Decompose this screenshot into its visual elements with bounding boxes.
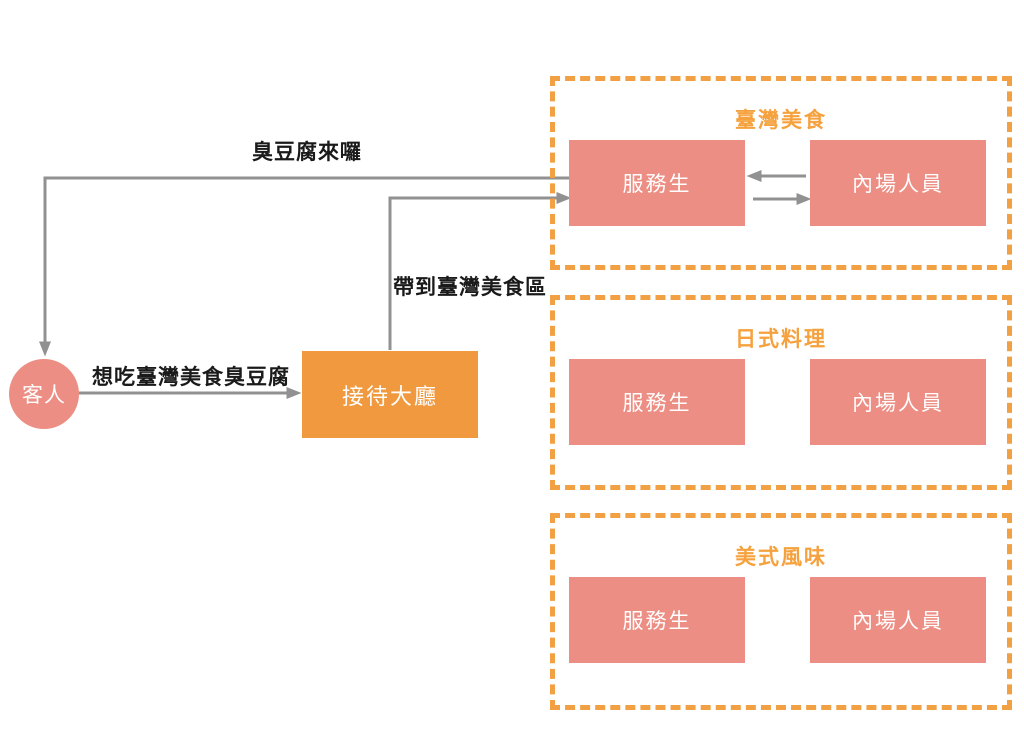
kitchen-staff-box: 內場人員	[810, 577, 986, 663]
waiter-box: 服務生	[569, 359, 745, 445]
edge-label-serve: 臭豆腐來囉	[252, 141, 362, 164]
customer-node: 客人	[9, 359, 79, 429]
waiter-box: 服務生	[569, 140, 745, 226]
waiter-box: 服務生	[569, 577, 745, 663]
kitchen-staff-box: 內場人員	[810, 359, 986, 445]
kitchen-staff-box: 內場人員	[810, 140, 986, 226]
section-american-flavor: 美式風味 服務生 內場人員	[550, 513, 1012, 710]
edge-label-guide: 帶到臺灣美食區	[393, 276, 547, 299]
arrow-waiter-to-customer	[39, 176, 571, 357]
reception-node: 接待大廳	[302, 351, 478, 438]
section-title: 美式風味	[735, 546, 827, 569]
section-taiwan-cuisine: 臺灣美食 服務生 內場人員	[550, 76, 1012, 270]
section-title: 日式料理	[735, 328, 827, 351]
edge-label-request: 想吃臺灣美食臭豆腐	[92, 366, 290, 389]
section-title: 臺灣美食	[735, 109, 827, 132]
section-japanese-cuisine: 日式料理 服務生 內場人員	[550, 295, 1012, 490]
